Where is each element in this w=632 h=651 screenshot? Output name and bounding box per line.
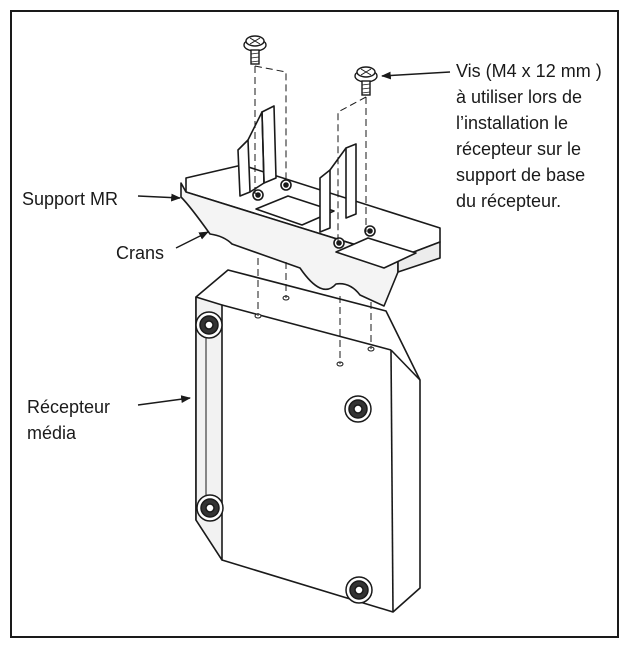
label-crans: Crans	[116, 243, 165, 263]
arrow-icon	[381, 71, 451, 80]
rubber-foot-icon	[196, 494, 224, 522]
label-recepteur-media: Récepteur média	[27, 394, 110, 446]
label-vis-line: du récepteur.	[456, 191, 562, 211]
guide-lines	[254, 65, 372, 364]
rubber-foot-icon	[195, 311, 223, 339]
bracket-tab-right	[319, 169, 331, 233]
leader-arrows	[137, 71, 451, 406]
screw-icon	[243, 35, 267, 65]
label-vis-line: l’installation le	[456, 113, 569, 133]
bracket-tab-left	[237, 139, 251, 197]
label-vis: Vis (M4 x 12 mm ) à utiliser lors de l’i…	[456, 58, 602, 214]
screw-icon	[354, 66, 378, 96]
receiver-top-face	[195, 269, 421, 613]
bracket-cutout-left	[255, 195, 335, 226]
label-support-mr: Support MR	[22, 189, 119, 209]
rubber-foot-icon	[345, 576, 373, 604]
label-vis-line: Vis (M4 x 12 mm )	[456, 61, 602, 81]
arrow-icon	[175, 231, 209, 249]
rubber-foot-icon	[344, 395, 372, 423]
label-vis-line: support de base	[456, 165, 586, 185]
mr-bracket	[180, 105, 441, 307]
label-vis-line: à utiliser lors de	[456, 87, 583, 107]
arrow-icon	[137, 395, 191, 406]
label-recepteur-line: média	[27, 423, 77, 443]
bracket-cutout-right	[335, 237, 417, 269]
label-vis-line: récepteur sur le	[456, 139, 582, 159]
media-receiver	[195, 269, 421, 613]
bracket-front-lip	[180, 182, 399, 307]
diagram-frame	[10, 10, 619, 638]
receiver-side-face	[195, 296, 223, 561]
label-recepteur-line: Récepteur	[27, 397, 111, 417]
arrow-icon	[137, 193, 181, 202]
